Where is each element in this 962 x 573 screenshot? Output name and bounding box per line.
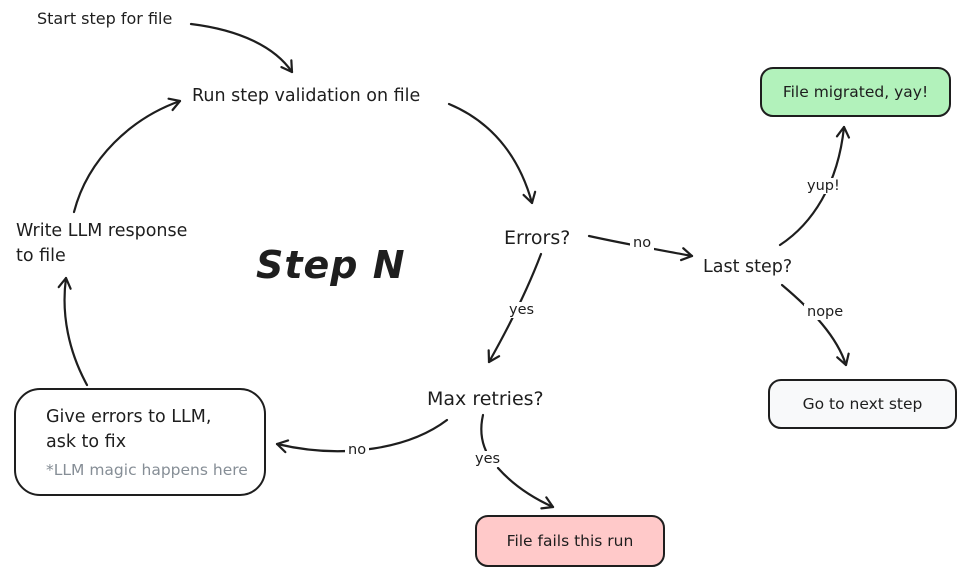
run-validation-node: Run step validation on file — [192, 86, 421, 106]
edge-label-no: no — [345, 442, 370, 458]
write-response-node: Write LLM response to file — [16, 221, 188, 267]
arrow-give-to-write — [57, 276, 89, 387]
arrow-last-to-next — [780, 283, 850, 367]
file-migrated-label: File migrated, yay! — [782, 83, 929, 101]
file-migrated-box: File migrated, yay! — [760, 67, 951, 117]
step-n-title: Step N — [256, 243, 406, 287]
edge-label-yes: yes — [472, 451, 504, 467]
file-fails-label: File fails this run — [506, 532, 634, 550]
arrow-yes-to-fails — [496, 466, 555, 510]
edge-label-no: no — [630, 235, 655, 251]
arrow-start-to-run — [189, 22, 294, 74]
start-step-node: Start step for file — [37, 9, 173, 28]
give-errors-box: Give errors to LLM, ask to fix *LLM magi… — [14, 388, 266, 496]
go-to-next-step-box: Go to next step — [768, 379, 957, 429]
file-fails-box: File fails this run — [475, 515, 665, 567]
edge-label-nope: nope — [804, 304, 847, 320]
arrow-max-stub — [480, 413, 488, 453]
edge-label-yes: yes — [506, 302, 538, 318]
go-to-next-step-label: Go to next step — [802, 395, 923, 413]
last-step-decision-node: Last step? — [703, 257, 793, 277]
errors-decision-node: Errors? — [504, 227, 571, 249]
arrow-run-to-errors — [447, 102, 537, 205]
give-errors-label: Give errors to LLM, ask to fix — [46, 406, 212, 452]
max-retries-decision-node: Max retries? — [427, 388, 544, 410]
llm-magic-note: *LLM magic happens here — [46, 461, 248, 480]
edge-label-yup: yup! — [804, 178, 843, 194]
arrow-write-to-run — [72, 97, 182, 214]
